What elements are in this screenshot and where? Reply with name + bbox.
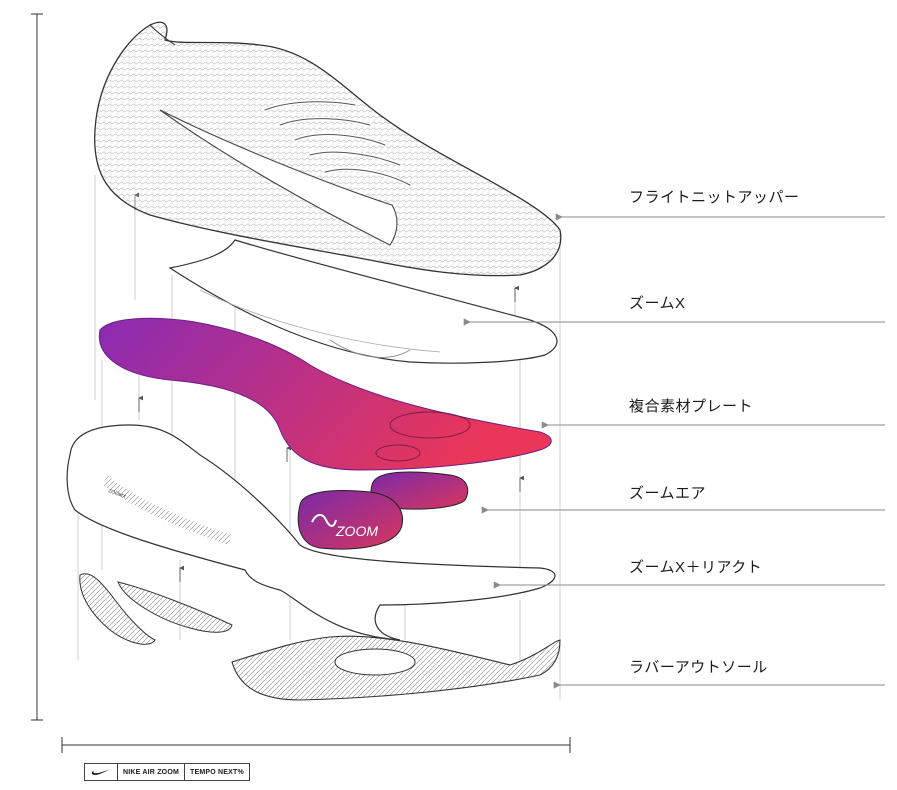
zoomx-react-midsole: ZOOMX: [66, 424, 556, 641]
swoosh-icon: [91, 769, 110, 775]
footer-logo-cell: [85, 764, 117, 780]
callout-lines: [463, 213, 885, 689]
rubber-outsole: [79, 573, 561, 701]
zoom-air-units: ZOOM: [297, 471, 469, 550]
label-zoom-air: ズームエア: [629, 485, 707, 502]
label-rubber-outsole: ラバーアウトソール: [629, 659, 768, 676]
flyknit-upper: [94, 21, 562, 277]
label-flyknit-upper: フライトニットアッパー: [629, 189, 800, 206]
label-zoomx-react: ズームX＋リアクト: [629, 559, 763, 576]
composite-plate: [98, 317, 552, 471]
product-footer: NIKE AIR ZOOM TEMPO NEXT%: [84, 763, 250, 781]
footer-product-line: NIKE AIR ZOOM: [117, 764, 184, 780]
label-zoomx: ズームX: [629, 295, 686, 312]
air-icon: [311, 514, 337, 527]
swoosh-icon: [159, 109, 398, 246]
footer-model: TEMPO NEXT%: [184, 764, 249, 780]
horizontal-dimension-line: [61, 737, 571, 753]
vertical-dimension-line: [31, 13, 43, 721]
zoom-unit-text: ZOOM: [335, 523, 378, 539]
lace-set: [263, 99, 412, 187]
zoomx-foam-layer: [168, 239, 558, 364]
label-composite-plate: 複合素材プレート: [629, 398, 754, 415]
